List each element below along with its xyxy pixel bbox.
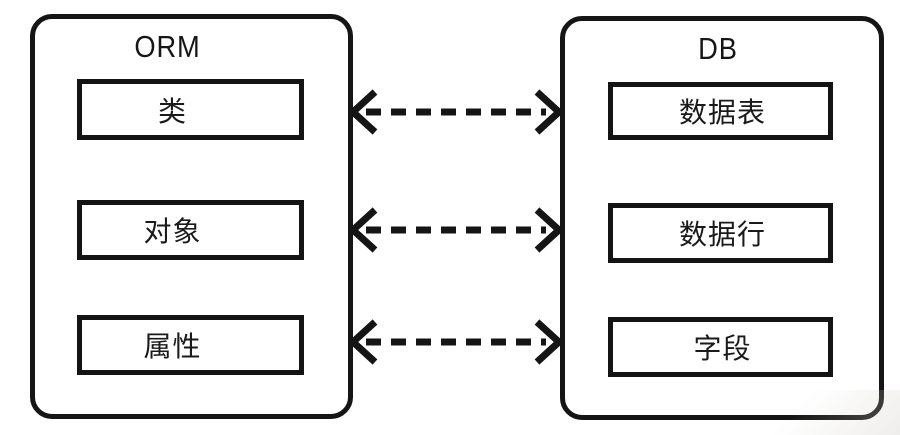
box-data-table: 数据表 — [608, 82, 833, 140]
box-field-label: 字段 — [693, 333, 752, 364]
db-panel-title: DB — [698, 31, 738, 66]
box-attribute: 属性 — [77, 315, 304, 375]
db-panel: DB 数据表 数据行 字段 — [560, 16, 884, 420]
double-arrow-icon — [348, 89, 564, 135]
box-class: 类 — [77, 79, 304, 140]
box-attribute-label: 属性 — [143, 331, 202, 362]
orm-panel: ORM 类 对象 属性 — [30, 14, 353, 419]
box-object-label: 对象 — [143, 216, 202, 247]
box-data-row-label: 数据行 — [678, 219, 766, 250]
orm-panel-title: ORM — [134, 29, 201, 64]
box-object: 对象 — [77, 200, 304, 260]
box-data-row: 数据行 — [608, 203, 833, 263]
double-arrow-icon — [348, 207, 564, 253]
box-class-label: 类 — [157, 95, 187, 127]
connection-class-table — [348, 84, 564, 140]
connection-attribute-field — [348, 314, 564, 370]
connection-object-row — [348, 202, 564, 258]
box-field: 字段 — [608, 317, 833, 377]
box-data-table-label: 数据表 — [678, 97, 766, 128]
double-arrow-icon — [348, 319, 564, 365]
